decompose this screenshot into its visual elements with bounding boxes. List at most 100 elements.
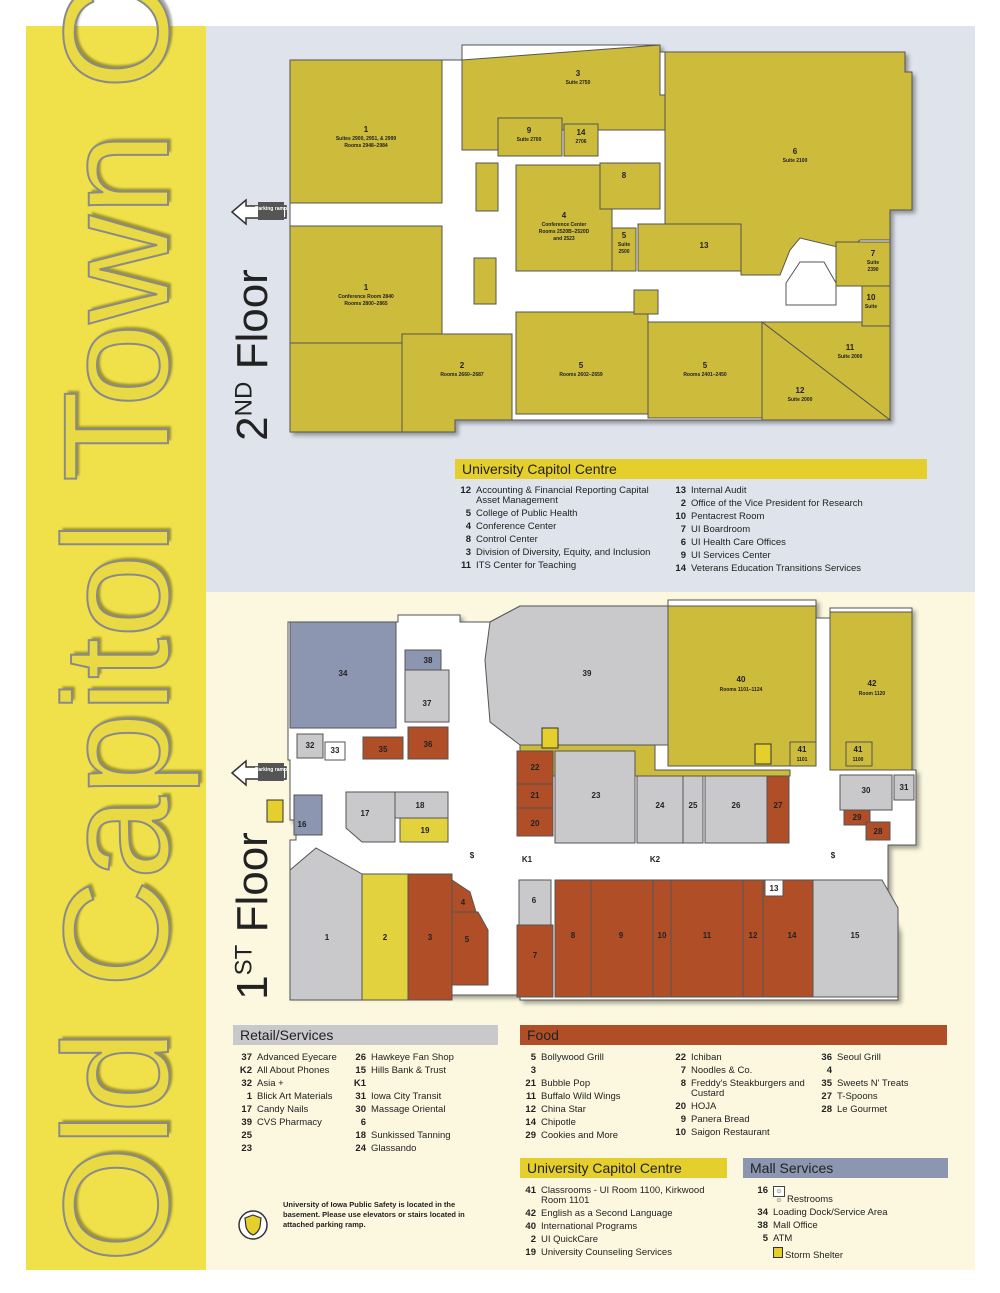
room-number: 8: [622, 171, 627, 180]
unit-number: 17: [361, 809, 370, 818]
legend-row: 3: [510, 1066, 670, 1076]
room-detail: Suite: [865, 304, 877, 310]
unit-number: 4: [461, 898, 466, 907]
unit-number: 1: [325, 933, 330, 942]
room-number: 5: [703, 361, 708, 370]
legend-number: 12: [460, 485, 471, 496]
legend-text: International Programs: [541, 1221, 638, 1232]
unit-25: [682, 775, 704, 844]
unit-15: [812, 879, 899, 998]
map-marker: $: [831, 851, 836, 860]
legend-text: Veterans Education Transitions Services: [691, 563, 862, 574]
unit-32: [296, 733, 324, 759]
mall-services-header: Mall Services: [743, 1158, 948, 1178]
legend-text: Restrooms: [787, 1194, 833, 1205]
legend-number: 19: [525, 1247, 536, 1258]
room-detail: Rooms 2520B–2520D: [539, 229, 590, 235]
unit-22: [516, 750, 554, 785]
parking-ramp-label-1f: Parking ramp: [255, 767, 287, 773]
storm-shelter-icon: [266, 799, 284, 823]
legend-number: 1: [246, 1091, 252, 1102]
legend-text: Sweets N' Treats: [837, 1078, 909, 1089]
parking-ramp-arrow-2f: Parking ramp: [230, 198, 287, 226]
legend-number: 22: [675, 1052, 686, 1063]
room-number: 1: [364, 125, 369, 134]
map-marker: K1: [522, 855, 533, 864]
room-number: 11: [846, 343, 855, 352]
unit-number: 35: [379, 745, 388, 754]
legend-number: 24: [355, 1143, 366, 1154]
legend-text: Noodles & Co.: [691, 1065, 753, 1076]
room-number: 4: [562, 211, 567, 220]
legend-number: 14: [525, 1117, 536, 1128]
legend-text: Le Gourmet: [837, 1104, 888, 1115]
legend-text: UI QuickCare: [541, 1234, 599, 1245]
legend-text: T-Spoons: [837, 1091, 878, 1102]
legend-text: Conference Center: [476, 521, 557, 532]
unit-37: [404, 669, 450, 723]
pillar: [473, 257, 497, 305]
legend-number: 38: [757, 1220, 768, 1231]
unit-16: [293, 794, 323, 836]
room-number: 7: [871, 249, 876, 258]
legend-number: 7: [680, 524, 686, 535]
room-2f-1-south: [289, 225, 443, 344]
legend-text: Internal Audit: [691, 485, 747, 496]
legend-number: 42: [525, 1208, 536, 1219]
unit-19: [399, 817, 449, 843]
legend-text: Division of Diversity, Equity, and Inclu…: [476, 547, 651, 558]
room-detail: Suite: [867, 260, 879, 266]
unit-number: 33: [331, 746, 340, 755]
room-number: 6: [793, 147, 798, 156]
legend-text: ATM: [773, 1233, 793, 1244]
legend-number: 29: [525, 1130, 536, 1141]
unit-number: 9: [619, 931, 624, 940]
legend-text: Saigon Restaurant: [691, 1127, 770, 1138]
unit-number: 8: [571, 931, 576, 940]
room-detail: Suite 2000: [838, 354, 863, 360]
legend-text: Buffalo Wild Wings: [541, 1091, 621, 1102]
legend-text: Accounting & Financial Reporting Capital…: [476, 485, 649, 506]
room-number: 14: [577, 128, 586, 137]
legend-text: Office of the Vice President for Researc…: [691, 498, 863, 509]
unit-number: 16: [298, 820, 307, 829]
room-detail: Conference Center: [542, 222, 587, 228]
room-number: 2: [460, 361, 465, 370]
ucc-top-col1: 12 Accounting & Financial Reporting Capit…: [445, 486, 670, 574]
unit-23: [554, 750, 636, 844]
legend-number: 10: [675, 511, 686, 522]
room-detail: Suite: [618, 242, 630, 248]
room-detail: Suite 2100: [783, 158, 808, 164]
room-number: 9: [527, 126, 532, 135]
legend-number: 2: [530, 1234, 536, 1245]
legend-text: CVS Pharmacy: [257, 1117, 322, 1128]
legend-text: Loading Dock/Service Area: [773, 1207, 888, 1218]
unit-number: 15: [851, 931, 860, 940]
legend-number: 37: [241, 1052, 252, 1063]
legend-number: 10: [675, 1127, 686, 1138]
legend-number: 25: [241, 1130, 252, 1141]
legend-text: All About Phones: [257, 1065, 330, 1076]
room-detail: Suite 2000: [788, 397, 813, 403]
